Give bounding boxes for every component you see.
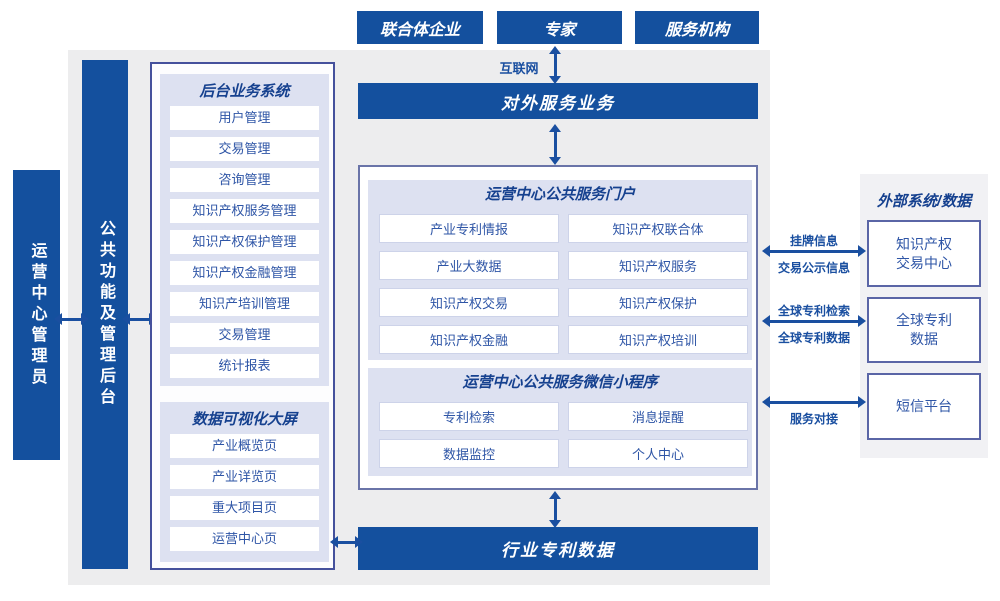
arrow-backend-to-left-panel	[122, 313, 157, 325]
mini-cell-personal-center: 个人中心	[568, 439, 748, 468]
link-label-global-patent-search: 全球专利检索	[777, 304, 850, 318]
backend-item-ip-finance-mgmt: 知识产权金融管理	[170, 261, 319, 285]
dataviz-item-major-project: 重大项目页	[170, 496, 319, 520]
portal-cell-industry-big-data: 产业大数据	[379, 251, 559, 280]
backend-business-system-box: 后台业务系统 用户管理 交易管理 咨询管理 知识产权服务管理 知识产权保护管理 …	[160, 74, 329, 386]
center-service-panel: 运营中心公共服务门户 产业专利情报 知识产权联合体 产业大数据 知识产权服务 知…	[358, 165, 758, 490]
mini-cell-message-reminder: 消息提醒	[568, 402, 748, 431]
backend-item-ip-service-mgmt: 知识产权服务管理	[170, 199, 319, 223]
external-systems-panel: 外部系统/数据 知识产权 交易中心 全球专利 数据 短信平台	[860, 174, 988, 458]
mini-cell-patent-search: 专利检索	[379, 402, 559, 431]
backend-item-consult-mgmt: 咨询管理	[170, 168, 319, 192]
public-service-portal-title: 运营中心公共服务门户	[484, 186, 635, 203]
backend-business-system-title: 后台业务系统	[199, 83, 290, 100]
backend-item-trade-mgmt-2: 交易管理	[170, 323, 319, 347]
public-functions-admin-backend-bar: 公共功能及管理后台	[82, 60, 128, 569]
actor-box-expert: 专家	[497, 11, 622, 44]
arrow-listing-info-link	[762, 245, 866, 257]
dataviz-item-industry-detail: 产业详览页	[170, 465, 319, 489]
link-label-service-connection: 服务对接	[789, 412, 838, 426]
public-service-portal-block: 运营中心公共服务门户 产业专利情报 知识产权联合体 产业大数据 知识产权服务 知…	[368, 180, 752, 360]
portal-cell-ip-finance: 知识产权金融	[379, 325, 559, 354]
portal-cell-ip-service: 知识产权服务	[568, 251, 748, 280]
link-label-listing-info: 挂牌信息	[789, 234, 838, 248]
portal-cell-industry-patent-intel: 产业专利情报	[379, 214, 559, 243]
dataviz-item-operations-center: 运营中心页	[170, 527, 319, 551]
data-visualization-screen-box: 数据可视化大屏 产业概览页 产业详览页 重大项目页 运营中心页	[160, 402, 329, 562]
external-service-bar: 对外服务业务	[358, 83, 758, 119]
backend-item-ip-training-mgmt: 知识产培训管理	[170, 292, 319, 316]
data-visualization-title: 数据可视化大屏	[191, 411, 297, 428]
link-label-trade-publicity-info: 交易公示信息	[777, 261, 850, 275]
arrow-dataviz-to-industry-data	[330, 536, 363, 548]
actor-box-consortium-enterprise: 联合体企业	[357, 11, 483, 44]
external-systems-title: 外部系统/数据	[876, 193, 972, 210]
arrow-internet-vertical	[549, 46, 561, 84]
operations-center-admin-bar: 运营中心管理员	[13, 170, 60, 460]
mini-cell-data-monitoring: 数据监控	[379, 439, 559, 468]
portal-cell-ip-protection: 知识产权保护	[568, 288, 748, 317]
industry-patent-data-bar: 行业专利数据	[358, 527, 758, 570]
backend-item-statistics-report: 统计报表	[170, 354, 319, 378]
portal-cell-ip-trade: 知识产权交易	[379, 288, 559, 317]
backend-item-trade-mgmt: 交易管理	[170, 137, 319, 161]
wechat-miniprogram-block: 运营中心公共服务微信小程序 专利检索 消息提醒 数据监控 个人中心	[368, 368, 752, 476]
left-backend-panel: 后台业务系统 用户管理 交易管理 咨询管理 知识产权服务管理 知识产权保护管理 …	[150, 62, 335, 570]
arrow-global-patent-link	[762, 315, 866, 327]
wechat-miniprogram-title: 运营中心公共服务微信小程序	[462, 374, 658, 391]
external-box-ip-trading-center: 知识产权 交易中心	[867, 220, 981, 287]
arrow-panel-to-industry-data	[549, 491, 561, 528]
arrow-service-connection-link	[762, 396, 866, 408]
external-box-global-patent-data: 全球专利 数据	[867, 297, 981, 363]
portal-cell-ip-training: 知识产权培训	[568, 325, 748, 354]
link-label-global-patent-data: 全球专利数据	[777, 331, 850, 345]
backend-item-user-mgmt: 用户管理	[170, 106, 319, 130]
actor-box-service-organization: 服务机构	[635, 11, 759, 44]
portal-cell-ip-consortium: 知识产权联合体	[568, 214, 748, 243]
arrow-admin-to-backend	[54, 313, 89, 325]
arrow-service-to-portal	[549, 124, 561, 165]
internet-label: 互联网	[499, 61, 539, 76]
backend-item-ip-protection-mgmt: 知识产权保护管理	[170, 230, 319, 254]
dataviz-item-industry-overview: 产业概览页	[170, 434, 319, 458]
external-box-sms-platform: 短信平台	[867, 373, 981, 440]
